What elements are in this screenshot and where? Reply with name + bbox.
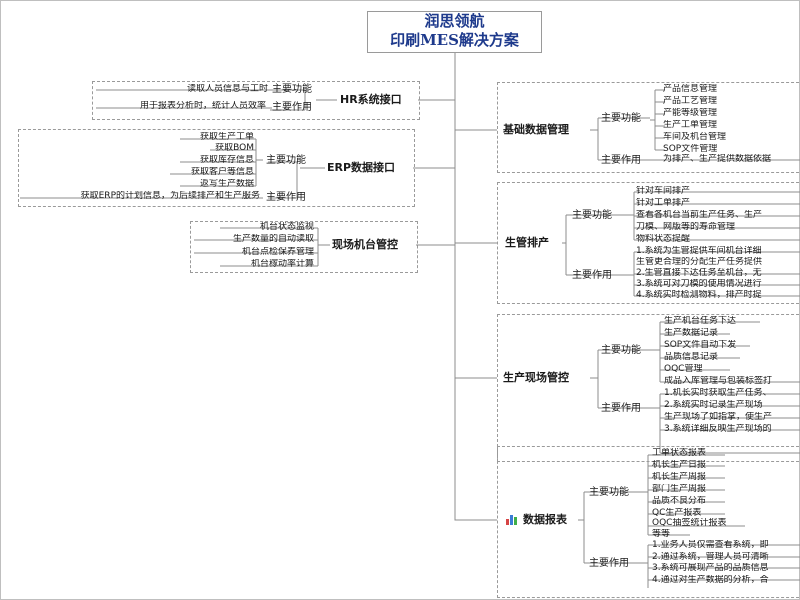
schedule-func-item: 针对车间排产 — [636, 186, 691, 196]
report-group-box — [497, 446, 800, 598]
bar-chart-icon — [506, 515, 517, 525]
report-func-label: 主要功能 — [589, 487, 629, 498]
floor-use-item: 3.系统详细反映生产现场的 — [664, 424, 772, 434]
floor-group-box — [497, 314, 800, 462]
basic-use-label: 主要作用 — [601, 155, 641, 166]
root-node[interactable]: 润思领航 印刷MES解决方案 — [367, 11, 542, 53]
report-func-item: 部门生产周报 — [652, 484, 707, 494]
erp-func-item: 获取生产工单 — [199, 132, 254, 142]
schedule-use-label: 主要作用 — [572, 270, 612, 281]
report-node-label[interactable]: 数据报表 — [505, 513, 567, 527]
basic-func-item: 产能等级管理 — [663, 108, 718, 118]
onsite-item: 机台状态监视 — [259, 222, 314, 232]
report-func-item: QC生产报表 — [652, 508, 702, 518]
schedule-use-item: 2.生管直接下达任务至机台，无 — [636, 268, 762, 278]
schedule-node-label[interactable]: 生管排产 — [505, 236, 549, 249]
report-use-item: 3.系统可展现产品的品质信息 — [652, 563, 769, 573]
report-func-item: 机长生产日报 — [652, 460, 707, 470]
report-use-item: 1.业务人员仅需查看系统，即 — [652, 540, 769, 550]
hr-group-box — [92, 81, 420, 120]
erp-group-box — [18, 129, 415, 207]
schedule-func-item: 查看各机台当前生产任务、生产 — [636, 210, 763, 220]
link-report — [454, 51, 497, 521]
report-func-item: OQC抽签统计报表 — [652, 518, 727, 528]
onsite-node-label[interactable]: 现场机台管控 — [332, 238, 398, 251]
basic-group-box — [497, 82, 800, 173]
schedule-use-item: 3.系统可对刀模的使用情况进行 — [636, 279, 762, 289]
onsite-group-box — [190, 221, 418, 273]
floor-use-item: 生产现场了如指掌，使生产 — [664, 412, 773, 422]
floor-func-item: 生产数据记录 — [664, 328, 719, 338]
basic-func-label: 主要功能 — [601, 113, 641, 124]
basic-func-item: 产品工艺管理 — [663, 96, 718, 106]
schedule-func-item: 针对工单排产 — [636, 198, 691, 208]
basic-use-item: 为排产、生产提供数据依据 — [663, 154, 772, 164]
onsite-item: 机台点检保养管理 — [241, 247, 314, 257]
schedule-func-label: 主要功能 — [572, 210, 612, 221]
erp-node-label[interactable]: ERP数据接口 — [327, 161, 396, 174]
schedule-func-item: 物料状态提醒 — [636, 234, 691, 244]
floor-use-item: 1.机长实时获取生产任务、 — [664, 388, 772, 398]
schedule-group-box — [497, 182, 800, 304]
floor-func-item: 品质信息记录 — [664, 352, 719, 362]
hr-use-label: 主要作用 — [272, 102, 312, 113]
basic-func-item: 车间及机台管理 — [663, 132, 727, 142]
erp-func-item: 获取库存信息 — [199, 155, 254, 165]
floor-func-item: SOP文件自动下发 — [664, 340, 737, 350]
basic-func-item: 生产工单管理 — [663, 120, 718, 130]
basic-node-label[interactable]: 基础数据管理 — [503, 123, 569, 136]
report-use-item: 2.通过系统，管理人员可清晰 — [652, 552, 769, 562]
onsite-item: 机台稼动率计算 — [250, 259, 314, 269]
report-node-text: 数据报表 — [523, 513, 567, 526]
hr-use-item: 用于报表分析时，统计人员效率 — [139, 101, 266, 111]
report-use-label: 主要作用 — [589, 558, 629, 569]
report-func-item: 等等 — [652, 529, 671, 539]
report-use-item: 4.通过对生产数据的分析，合 — [652, 575, 769, 585]
basic-func-item: SOP文件管理 — [663, 144, 718, 154]
floor-func-label: 主要功能 — [601, 345, 641, 356]
erp-func-item: 获取客户等信息 — [190, 167, 254, 177]
schedule-use-item: 1.系统为生管提供车间机台详细 — [636, 246, 762, 256]
hr-func-label: 主要功能 — [272, 84, 312, 95]
root-title-line2: 印刷MES解决方案 — [390, 31, 519, 49]
hr-node-label[interactable]: HR系统接口 — [340, 93, 402, 106]
floor-func-item: 生产机台任务下达 — [664, 316, 737, 326]
floor-func-item: OQC管理 — [664, 364, 703, 374]
onsite-item: 生产数量的自动读取 — [232, 234, 314, 244]
erp-func-item: 获取BOM — [215, 143, 254, 153]
schedule-use-item: 生管更合理的分配生产任务提供 — [636, 257, 763, 267]
root-title-line1: 润思领航 — [424, 12, 485, 30]
schedule-use-item: 4.系统实时检测物料，排产时提 — [636, 290, 762, 300]
hr-func-item: 读取人员信息与工时 — [186, 84, 268, 94]
floor-node-label[interactable]: 生产现场管控 — [503, 371, 569, 384]
schedule-func-item: 刀模、网版等的寿命管理 — [636, 222, 736, 232]
report-func-item: 工单状态报表 — [652, 448, 707, 458]
erp-func-label: 主要功能 — [266, 155, 306, 166]
report-func-item: 品质不良分布 — [652, 496, 707, 506]
floor-use-label: 主要作用 — [601, 403, 641, 414]
erp-use-item: 获取ERP的计划信息，为后续排产和生产服务 — [80, 191, 260, 201]
basic-func-item: 产品信息管理 — [663, 84, 718, 94]
erp-func-item: 返写生产数据 — [199, 179, 254, 189]
report-func-item: 机长生产周报 — [652, 472, 707, 482]
floor-func-item: 成品入库管理与包装标签打 — [664, 376, 773, 386]
erp-use-label: 主要作用 — [266, 192, 306, 203]
floor-use-item: 2.系统实时记录生产现场 — [664, 400, 763, 410]
